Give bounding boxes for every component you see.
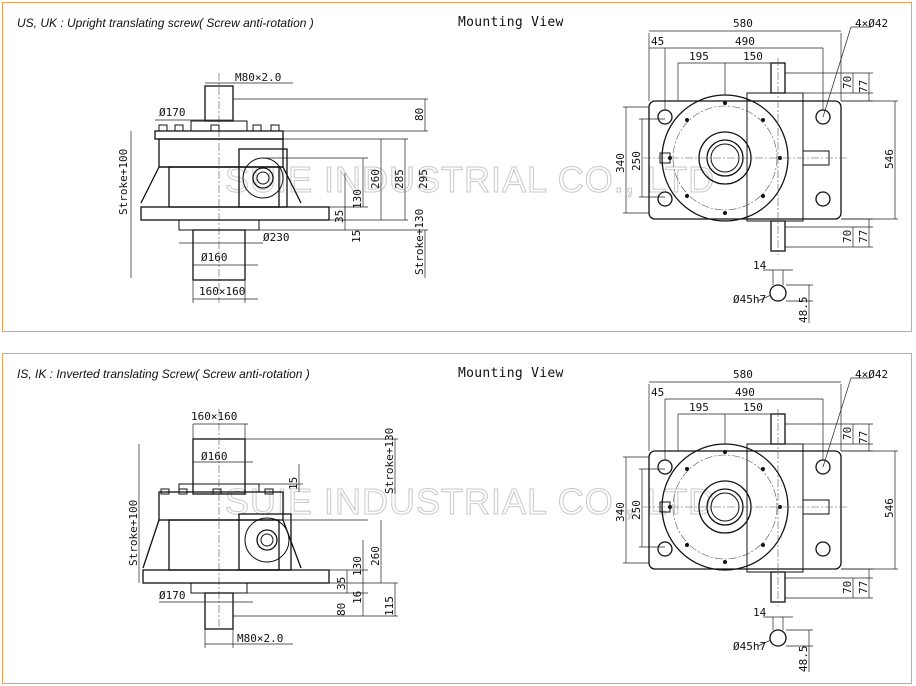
shaft-key-section — [769, 284, 787, 302]
top-bolts — [158, 124, 280, 132]
dim-stroke100: Stroke+100 — [117, 149, 130, 215]
dim-h70b: 70 — [841, 230, 854, 243]
watermark: SUIE INDUSTRIAL CO., LTD — [225, 481, 715, 522]
dim-h130: 130 — [351, 556, 364, 576]
dim-h70a: 70 — [841, 427, 854, 440]
dim-shaft: Ø45h7 — [733, 293, 766, 306]
cover-bolts — [668, 450, 782, 564]
panel-title: US, UK : Upright translating screw( Scre… — [17, 16, 314, 30]
housing-outline — [648, 450, 842, 570]
dim-thread: M80×2.0 — [237, 632, 283, 645]
dim-d170: Ø170 — [159, 589, 186, 602]
input-flange — [244, 517, 290, 563]
mounting-holes — [657, 459, 831, 557]
dim-h546: 546 — [883, 149, 896, 169]
dim-h77a: 77 — [857, 431, 870, 444]
dim-d230: Ø230 — [263, 231, 290, 244]
upright-screw-panel: US, UK : Upright translating screw( Scre… — [2, 2, 912, 332]
dim-d160: Ø160 — [201, 251, 228, 264]
dim-holes: 4×Ø42 — [855, 368, 888, 381]
dim-h16: 16 — [351, 591, 364, 604]
dim-w580: 580 — [733, 17, 753, 30]
dim-sq160: 160×160 — [191, 410, 237, 423]
dim-h340: 340 — [614, 153, 627, 173]
upright-screw-drawing: SUIE INDUSTRIAL CO., LTD — [117, 17, 898, 324]
inverted-screw-panel: IS, IK : Inverted translating Screw( Scr… — [2, 353, 912, 684]
side-view — [138, 409, 398, 648]
dim-h115: 115 — [383, 596, 396, 616]
dim-shaft: Ø45h7 — [733, 640, 766, 653]
screw-bottom — [204, 592, 234, 630]
dim-h70b: 70 — [841, 581, 854, 594]
dim-h250: 250 — [630, 500, 643, 520]
input-shaft-bore — [256, 529, 278, 551]
dim-h260: 260 — [369, 546, 382, 566]
input-shaft-housing — [746, 92, 804, 222]
housing-body — [168, 519, 280, 571]
dim-sq160: 160×160 — [199, 285, 245, 298]
dim-w490: 490 — [735, 35, 755, 48]
dim-h260: 260 — [369, 169, 382, 189]
dim-d170: Ø170 — [159, 106, 186, 119]
top-bolts — [160, 488, 274, 495]
dim-h70a: 70 — [841, 76, 854, 89]
dim-d160: Ø160 — [201, 450, 228, 463]
dim-h340: 340 — [614, 502, 627, 522]
watermark: SUIE INDUSTRIAL CO., LTD — [225, 159, 715, 200]
housing-outline — [648, 100, 842, 220]
dim-w45: 45 — [651, 386, 664, 399]
dim-h35: 35 — [335, 577, 348, 590]
dim-h77a: 77 — [857, 80, 870, 93]
dim-w195: 195 — [689, 50, 709, 63]
mounting-view — [623, 377, 898, 672]
dim-key485: 48.5 — [797, 297, 810, 324]
dim-key14: 14 — [753, 606, 767, 619]
dim-h130: 130 — [351, 189, 364, 209]
dim-h80: 80 — [413, 108, 426, 121]
dim-h285: 285 — [393, 169, 406, 189]
dim-w195: 195 — [689, 401, 709, 414]
dim-stroke130: Stroke+130 — [413, 209, 426, 275]
mounting-view-label: Mounting View — [458, 366, 564, 381]
inverted-screw-drawing: SUIE INDUSTRIAL CO., LTD — [127, 368, 898, 673]
dim-key14: 14 — [753, 259, 767, 272]
panel-title: IS, IK : Inverted translating Screw( Scr… — [17, 367, 310, 381]
screw-bottom — [192, 229, 246, 281]
shaft-key-section — [769, 629, 787, 647]
dim-h546: 546 — [883, 498, 896, 518]
input-shaft-housing — [746, 443, 804, 573]
mounting-view-label: Mounting View — [458, 15, 564, 30]
base-plate — [142, 569, 330, 584]
dim-w150: 150 — [743, 401, 763, 414]
dim-h80: 80 — [335, 603, 348, 616]
base-plate — [140, 206, 330, 221]
dim-w580: 580 — [733, 368, 753, 381]
dim-h77b: 77 — [857, 230, 870, 243]
housing-taper — [142, 519, 302, 569]
dim-stroke100: Stroke+100 — [127, 500, 140, 566]
dim-h35: 35 — [333, 210, 346, 223]
mounting-view — [623, 26, 898, 323]
dim-w490: 490 — [735, 386, 755, 399]
dim-h15: 15 — [287, 477, 300, 490]
dim-w150: 150 — [743, 50, 763, 63]
dim-w45: 45 — [651, 35, 664, 48]
dim-holes: 4×Ø42 — [855, 17, 888, 30]
dim-h77b: 77 — [857, 581, 870, 594]
dim-key485: 48.5 — [797, 646, 810, 673]
dim-thread: M80×2.0 — [235, 71, 281, 84]
input-shaft-bore — [252, 167, 274, 189]
dim-h15: 15 — [350, 230, 363, 243]
dim-h295: 295 — [417, 169, 430, 189]
side-view — [130, 73, 428, 303]
dim-stroke130: Stroke+130 — [383, 428, 396, 494]
dim-h250: 250 — [630, 151, 643, 171]
